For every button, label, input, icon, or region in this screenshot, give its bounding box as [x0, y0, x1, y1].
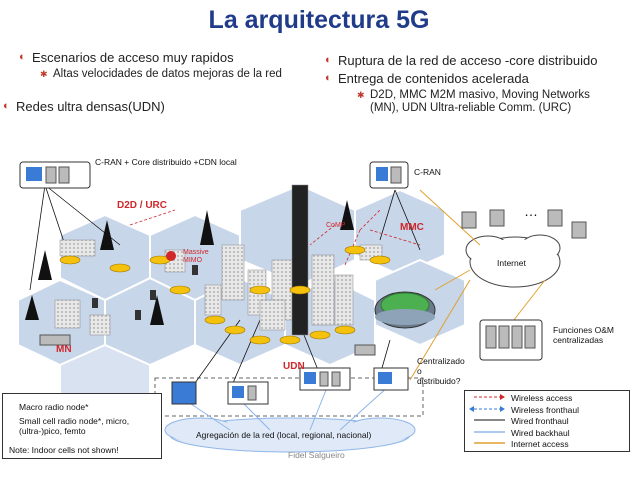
- bullet-text: Redes ultra densas(UDN): [16, 99, 165, 114]
- bullet-udn: ◐ Redes ultra densas(UDN): [3, 99, 266, 114]
- bullet-text: Ruptura de la red de acceso -core distri…: [338, 53, 598, 68]
- stadium: [374, 291, 436, 329]
- bullet-icon: ◐: [3, 100, 10, 112]
- footer-author: Fidel Salgueiro: [288, 450, 345, 460]
- buildings: [54, 184, 383, 336]
- bullet-icon: ◐: [19, 51, 26, 63]
- bullet-text: Escenarios de acceso muy rapidos: [32, 50, 234, 65]
- internet-cloud: [465, 234, 561, 288]
- bullet-core-distributed: ◐ Ruptura de la red de acceso -core dist…: [325, 53, 628, 68]
- bullet-text: Entrega de contenidos acelerada: [338, 71, 529, 86]
- label-internet: Internet: [497, 258, 526, 268]
- sub-bullet-use-cases: ✱ D2D, MMC M2M masivo, Moving Networks (…: [357, 89, 610, 115]
- label-cran-local: C-RAN + Core distribuido +CDN local: [95, 157, 237, 167]
- distributed-box: [154, 377, 424, 417]
- label-udn: UDN: [283, 361, 305, 372]
- macro-towers: [25, 200, 354, 325]
- user-devices: [39, 265, 376, 356]
- label-om: Funciones O&M centralizadas: [553, 325, 614, 345]
- sub-bullet-data-rates: ✱ Altas velocidades de datos mejoras de …: [40, 68, 283, 81]
- massive-mimo-antenna: [166, 251, 176, 261]
- bullet-content-delivery: ◐ Entrega de contenidos acelerada: [325, 71, 628, 86]
- legend-small: Small cell radio node*, micro, (ultra-)p…: [19, 416, 130, 436]
- wireless-access-links: [129, 209, 421, 266]
- legend-node-types: Macro radio node* Small cell radio node*…: [2, 393, 162, 459]
- label-mmc: MMC: [400, 222, 424, 233]
- label-cran: C-RAN: [414, 167, 441, 177]
- label-comp: CoMP: [326, 222, 346, 229]
- legend-note: Note: Indoor cells not shown!: [9, 445, 119, 455]
- sub-bullet-icon: ✱: [40, 69, 48, 79]
- bullet-fast-access: ◐ Escenarios de acceso muy rapidos: [19, 50, 282, 65]
- page-title: La arquitectura 5G: [208, 6, 430, 34]
- label-d2d-urc: D2D / URC: [117, 200, 168, 211]
- sub-bullet-text: Altas velocidades de datos mejoras de la…: [53, 68, 282, 80]
- label-mn: MN: [56, 344, 72, 355]
- legend-wired-fronthaul: Wired fronthaul: [511, 416, 569, 426]
- legend-internet-access: Internet access: [511, 439, 569, 449]
- label-aggregation: Agregación de la red (local, regional, n…: [196, 430, 372, 440]
- small-cells: [59, 245, 391, 345]
- bullet-icon: ◐: [325, 54, 332, 66]
- legend-wired-backhaul: Wired backhaul: [511, 428, 570, 438]
- legend-wireless-access: Wireless access: [511, 393, 573, 403]
- legend-wireless-fronthaul: Wireless fronthaul: [511, 405, 580, 415]
- server-nodes: [19, 161, 587, 405]
- legend-macro: Macro radio node*: [19, 402, 89, 412]
- legend-link-types: Wireless access Wireless fronthaul Wired…: [464, 390, 630, 452]
- label-ellipsis: …: [524, 203, 538, 219]
- aggregation-cloud: [164, 417, 416, 453]
- sub-bullet-icon: ✱: [357, 90, 365, 100]
- sub-bullet-text: D2D, MMC M2M masivo, Moving Networks (MN…: [370, 89, 590, 114]
- legend-line-samples: [469, 394, 505, 444]
- network-diagram: [7, 161, 587, 453]
- internet-access-links: [409, 189, 546, 381]
- label-massive-mimo: Massive MIMO: [183, 249, 209, 264]
- label-centralizado: Centralizado o distribuido?: [417, 356, 465, 386]
- bullet-icon: ◐: [325, 72, 332, 84]
